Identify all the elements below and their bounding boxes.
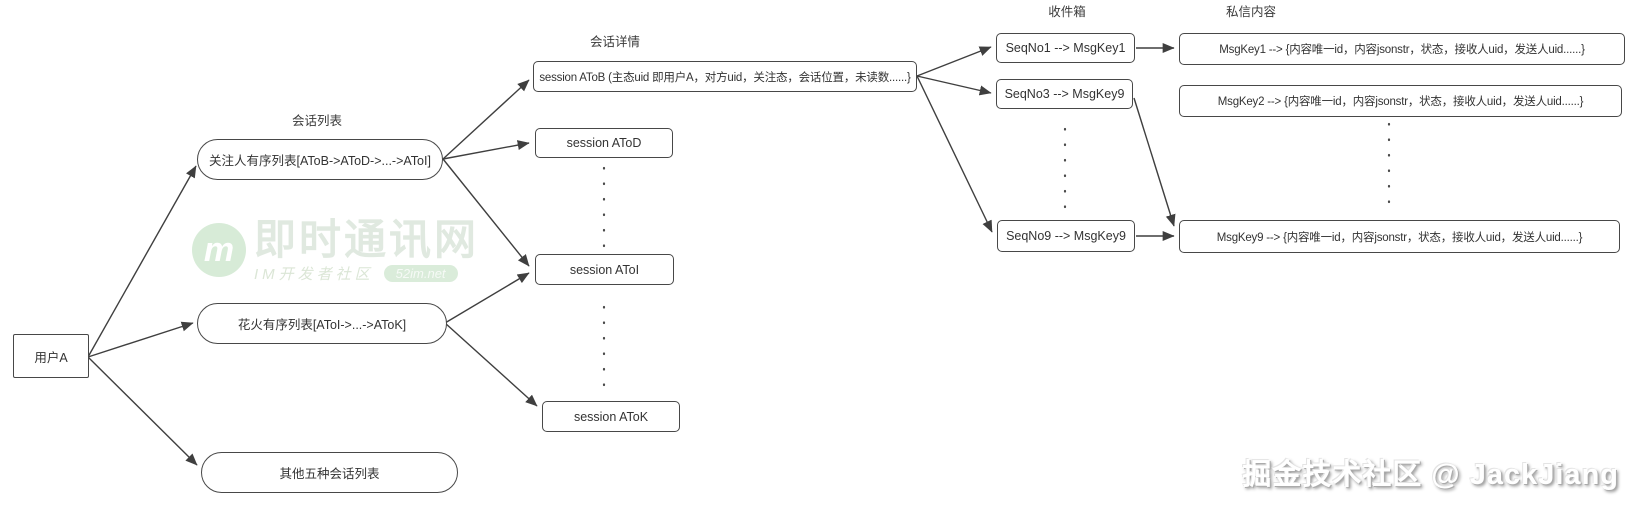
node-seqno3: SeqNo3 --> MsgKey9 (996, 79, 1133, 109)
edge-sparklist-atoi (444, 272, 530, 324)
column-label-session-detail: 会话详情 (589, 35, 641, 49)
node-msgkey9: MsgKey9 --> {内容唯一id，内容jsonstr，状态，接收人uid，… (1179, 220, 1620, 253)
edge-followlist-atoi (442, 158, 530, 267)
column-label-inbox: 收件箱 (1048, 5, 1086, 19)
node-seqno9: SeqNo9 --> MsgKey9 (997, 220, 1135, 252)
node-follow-list: 关注人有序列表[AToB->AToD->...->AToI] (197, 139, 443, 180)
node-other-lists: 其他五种会话列表 (201, 452, 458, 493)
edge-sparklist-atok (444, 322, 538, 407)
node-msgkey2: MsgKey2 --> {内容唯一id，内容jsonstr，状态，接收人uid，… (1179, 85, 1622, 117)
node-session-atob: session AToB (主态uid 即用户A，对方uid，关注态，会话位置，… (533, 61, 917, 92)
node-session-atok: session AToK (542, 401, 680, 432)
node-session-atod: session AToD (535, 128, 673, 158)
edge-atob-seqno1 (916, 46, 992, 77)
node-seqno1: SeqNo1 --> MsgKey1 (996, 33, 1135, 63)
edge-usera-otherlists (87, 356, 198, 466)
column-label-session-list: 会话列表 (291, 114, 343, 128)
edge-atob-seqno9 (916, 75, 993, 233)
column-label-private-content: 私信内容 (1225, 5, 1277, 19)
node-spark-list: 花火有序列表[AToI->...->AToK] (197, 303, 447, 344)
node-msgkey1: MsgKey1 --> {内容唯一id，内容jsonstr，状态，接收人uid，… (1179, 33, 1625, 65)
edge-usera-followlist (87, 165, 197, 358)
edge-atob-seqno3 (916, 75, 992, 96)
signature-text: 掘金技术社区 @ JackJiang (1242, 459, 1619, 491)
edge-followlist-atob (442, 79, 530, 160)
edge-seqno3-msgkey9 (1133, 97, 1176, 227)
node-session-atoi: session AToI (535, 254, 674, 285)
edge-followlist-atod (442, 140, 530, 160)
node-user-a: 用户A (13, 334, 89, 378)
edge-usera-sparklist (87, 321, 194, 358)
